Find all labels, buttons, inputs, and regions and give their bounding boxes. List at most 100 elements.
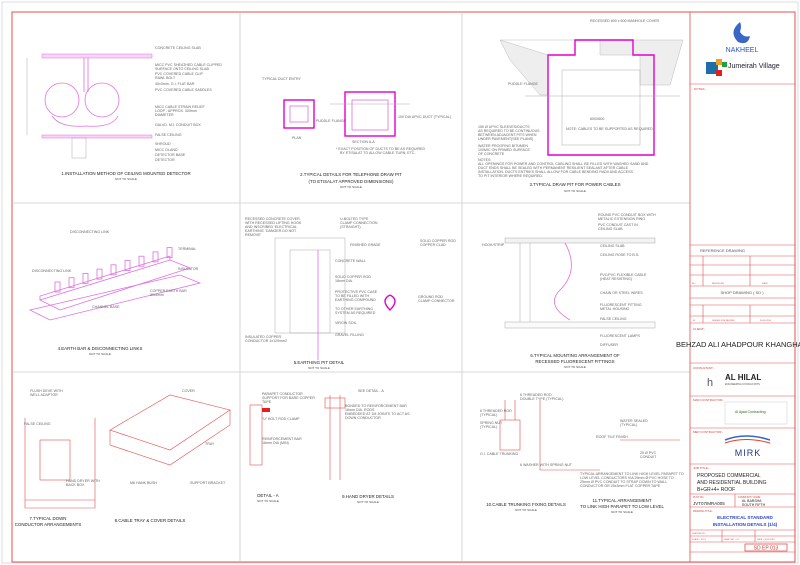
drawing-label: G.I. CABLE TRUNKING bbox=[480, 452, 518, 456]
drawing-label: INSTALLATION DETAILS (1/4) bbox=[713, 522, 778, 527]
panel-caption: CONDUCTOR ARRANGEMENTS bbox=[15, 522, 82, 527]
drawing-label: EARTHING COMPOUND bbox=[335, 298, 376, 302]
drawing-label: LOW LEVEL CONDUCTORS VIA 25mm Ø PVC HOSE… bbox=[580, 476, 674, 480]
drawing-label: (HEAT RESISTING) bbox=[600, 277, 632, 281]
drawing-label: 100 DIA UPVC DUCT (TYPICAL) bbox=[398, 115, 451, 119]
al-hilal-logo-mark: ʰ bbox=[707, 377, 713, 394]
drawing-label: BY ETISALAT TO ALLOW CABLE TURN, ETC. bbox=[340, 151, 416, 155]
drawing-label: DATE bbox=[762, 282, 768, 285]
drawing-label: BACK BOX bbox=[66, 483, 85, 487]
drawing-label: INSULATOR bbox=[178, 267, 199, 271]
drawing-label: DISCONNECTING LINK bbox=[70, 230, 110, 234]
panel-trunking-parapet: 6 THREADED ROD (TYPICAL) SPRING NUT (TYP… bbox=[480, 393, 684, 514]
drawing-label: 26.05.2016 bbox=[760, 320, 772, 322]
disconnecting-link bbox=[54, 281, 61, 293]
drawing-label: Al Ajaal Contracting bbox=[735, 410, 766, 414]
panel-caption: 1.INSTALLATION METHOD OF CEILING MOUNTED… bbox=[61, 171, 190, 176]
drawing-label: MEP CONTRACTOR:- bbox=[693, 430, 723, 434]
drawing-label: 50x6mm bbox=[150, 293, 164, 297]
drawing-label: RAWL BOLT bbox=[155, 76, 176, 80]
drawing-label: BETWEEN ADJACENT PITS WHEN bbox=[478, 133, 537, 137]
drawing-label: FALSE CEILING bbox=[600, 317, 627, 321]
drawing-label: CONSULTANT:- bbox=[693, 366, 714, 370]
drawing-label: NOT TO SCALE bbox=[611, 510, 633, 514]
drawing-label: NOTE: CABLES TO BE SUPPORTED AS REQUIRED bbox=[566, 127, 653, 131]
drawing-label: MICC PVC SHEATHED CABLE CLIPPED bbox=[155, 63, 222, 67]
drawing-label: AND RESIDENTIAL BUILDING bbox=[697, 480, 767, 486]
drawing-label: 16mm DIA. RODS bbox=[345, 408, 375, 412]
title-block: NAKHEEL Jumeirah Village NOTES:- REFEREN… bbox=[676, 22, 800, 553]
drawing-label: WATER PROOFING BITUMEN bbox=[478, 144, 528, 148]
drawing-label: NOT TO SCALE bbox=[340, 185, 362, 189]
drawing-label: 600X600 bbox=[590, 117, 604, 121]
drawing-label: AND INSCRIBED 'ELECTRICAL bbox=[245, 225, 297, 229]
panel-power-draw-pit: RECESSED 600 x 600 MANHOLE COVER PUDDLE … bbox=[478, 19, 684, 193]
drawing-label: UNDER PAVEMENT(SEE PLANS) bbox=[478, 137, 533, 141]
drawing-label: SHROUD bbox=[155, 142, 171, 146]
drawing-label: CEILING SLAB bbox=[600, 244, 625, 248]
drawing-label: 100MIC ON PRIMED SURFACE bbox=[478, 148, 531, 152]
drawing-label: PARAPET CONDUCTOR bbox=[262, 392, 303, 396]
drawing-label: CONCRETE WALL bbox=[335, 259, 366, 263]
drawing-label: PROTECTIVE PVC CASE bbox=[335, 290, 378, 294]
drawing-label: COPPER CLAD bbox=[420, 243, 446, 247]
drawing-label: ISSUED FOR REVIEW bbox=[712, 320, 736, 322]
disconnecting-link bbox=[110, 264, 117, 276]
drawing-label: NOT TO SCALE bbox=[357, 500, 379, 504]
drawing-label: FALSE CEILING bbox=[24, 422, 51, 426]
drawing-label: SOLID COPPER ROD bbox=[420, 239, 456, 243]
drawing-label: NOTES: bbox=[478, 158, 491, 162]
drawing-label: DOUBLE TYPE (TYPICAL) bbox=[520, 397, 563, 401]
panel-caption: DETAIL - A bbox=[257, 493, 279, 498]
drawing-label: NAKHEEL bbox=[726, 47, 759, 54]
drawing-label: DUCT ENDS SHALL BE SEALED WITH PERMANENT… bbox=[478, 166, 629, 170]
drawing-label: WATER SEALED bbox=[620, 419, 648, 423]
drawing-label: REMOVE' bbox=[245, 233, 262, 237]
drawing-label: SEE DETAIL - A bbox=[358, 389, 384, 393]
drawing-label: BEHZAD ALI AHADPOUR KHANGHAH bbox=[676, 340, 800, 349]
drawing-label: CLAMP CONNECTION bbox=[340, 221, 378, 225]
drawing-label: PVC COVERED CABLE SADDLES bbox=[155, 88, 212, 92]
drawing-label: PVC/PVC FLEXIBLE CABLE bbox=[600, 273, 647, 277]
panel-cable-tray: COVER TRAY M6 HANK BUSH SUPPORT BRACKET … bbox=[109, 389, 231, 523]
drawing-label: MICC GLAND bbox=[155, 148, 178, 152]
drawing-label: GRAVEL FILLING bbox=[335, 333, 364, 337]
drawing-label: NOT TO SCALE bbox=[308, 366, 330, 370]
drawing-label: JOB TITLE:- bbox=[693, 466, 710, 470]
drawing-label: 6 WASHER WITH SPRING NUT bbox=[520, 463, 573, 467]
drawing-label: SYSTEM AS REQUIRED bbox=[335, 311, 376, 315]
drawing-label: 25 Ø PVC bbox=[640, 451, 657, 455]
drawing-label: EMBEDDED AT 1M JOINTS TO ACT AS bbox=[345, 412, 410, 416]
drawing-label: Jumeirah Village bbox=[728, 63, 780, 70]
drawing-label: BONDED TO REINFORCEMENT BAR bbox=[345, 404, 407, 408]
drawing-label: REFERENCE DRAWING bbox=[700, 248, 745, 253]
drawing-label: SOLID COPPER ROD bbox=[335, 275, 371, 279]
drawing-number-box bbox=[744, 543, 788, 552]
drawing-label: 6 THREADED ROD bbox=[520, 393, 552, 397]
drawing-label: DETECTOR BASE bbox=[155, 153, 186, 157]
drawing-label: (TYPICAL) bbox=[480, 425, 497, 429]
drawing-label: DIFFUSER bbox=[600, 343, 618, 347]
drawing-label: ROOF TILE FINISH bbox=[596, 435, 628, 439]
drawing-label: VIRGIN SOIL bbox=[335, 321, 357, 325]
drawing-label: DETECTOR bbox=[155, 158, 175, 162]
drawing-label: NOT TO SCALE bbox=[515, 508, 537, 512]
drawing-label: COMMUNITY NAME: bbox=[738, 496, 761, 499]
disconnecting-link bbox=[68, 277, 75, 289]
drawing-label: COVER bbox=[182, 389, 195, 393]
drawing-label: GALVD. M.I. CONDUIT BOX bbox=[155, 123, 201, 127]
drawing-label: SUPPORT BRACKET bbox=[190, 481, 226, 485]
drawing-label: CLAMP CONNECTOR bbox=[418, 299, 455, 303]
panel-caption: RECESSED FLUORESCENT FITTINGS bbox=[535, 359, 614, 364]
drawing-label: HOOK/STRIP bbox=[482, 243, 505, 247]
disconnecting-link bbox=[124, 260, 131, 271]
drawing-label: SECTION A-A bbox=[352, 140, 375, 144]
drawing-label: FLUSH DEVE WITH bbox=[30, 389, 63, 393]
disconnecting-link bbox=[138, 255, 145, 267]
drawing-label: AL BARSHA bbox=[742, 499, 762, 503]
drawing-label: SHEET NO :- 01 bbox=[724, 539, 740, 541]
drawing-label: 40x3mm. G.I. FLAT BAR bbox=[155, 82, 195, 86]
drawing-label: 150 Ø UPVC SLEEVES/DUCTS bbox=[478, 125, 530, 129]
